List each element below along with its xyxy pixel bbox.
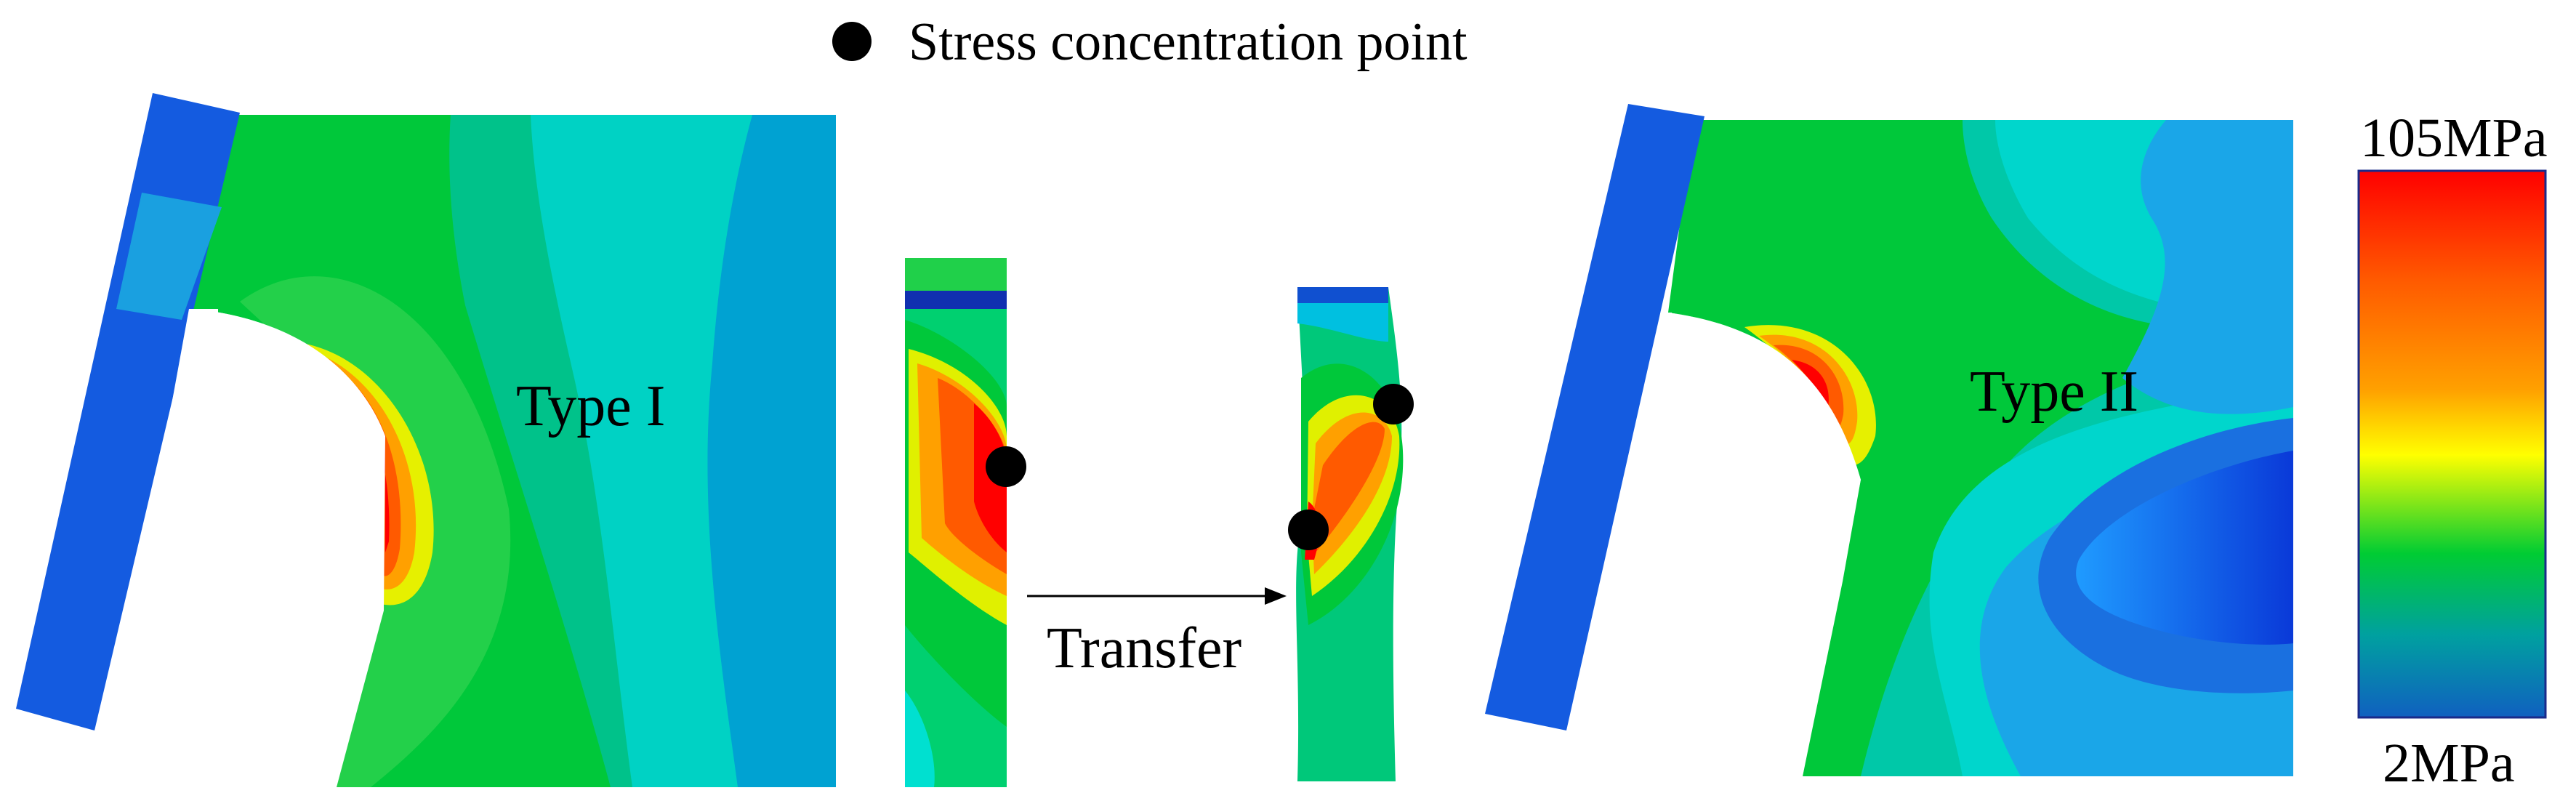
legend-label: Stress concentration point [909,12,1468,72]
type2-orange-band [1759,334,1858,445]
strip-after-transfer [1288,287,1414,781]
type2-label: Type II [1970,360,2138,424]
strip1-top-green [905,258,1007,291]
type1-label: Type I [516,374,665,438]
strip1-stress-point [986,446,1026,487]
colorbar-max-label: 105MPa [2360,108,2548,169]
type2-contour-panel: Type II [1485,104,2293,776]
type2-gap-mask [1606,313,1672,776]
transfer-label: Transfer [1047,616,1241,680]
strip1-cyan-bottom [905,691,935,787]
strip2-stress-point-lower [1288,510,1329,550]
transfer-arrow-group: Transfer [1027,587,1287,680]
type2-deep-blue-region [2076,451,2293,645]
type1-contour-panel: Type I [16,93,836,787]
legend: Stress concentration point [832,12,1468,72]
type1-blue-band [707,115,836,787]
colorbar: 105MPa 2MPa [2357,108,2548,794]
type2-column [1485,104,1704,730]
transfer-arrow-head [1265,587,1287,605]
strip2-top-blue [1297,287,1388,303]
type1-column-light-segment [116,193,222,320]
stress-point-legend-marker [832,22,872,61]
strip1-top-blue [905,291,1007,309]
type1-gap-mask [102,309,218,787]
type1-dark-orange-band [316,356,401,576]
strip2-dark-orange-band [1314,422,1385,552]
colorbar-min-label: 2MPa [2383,733,2515,794]
strip2-cyan-top [1297,303,1388,342]
type2-hole [1643,313,1861,776]
colorbar-gradient [2357,169,2547,719]
type1-hole [193,309,385,787]
strip2-stress-point-upper [1373,384,1414,424]
type2-dark-orange-band [1774,345,1844,430]
strip-before-transfer [905,258,1026,787]
type2-red-hotspot [1792,360,1829,407]
